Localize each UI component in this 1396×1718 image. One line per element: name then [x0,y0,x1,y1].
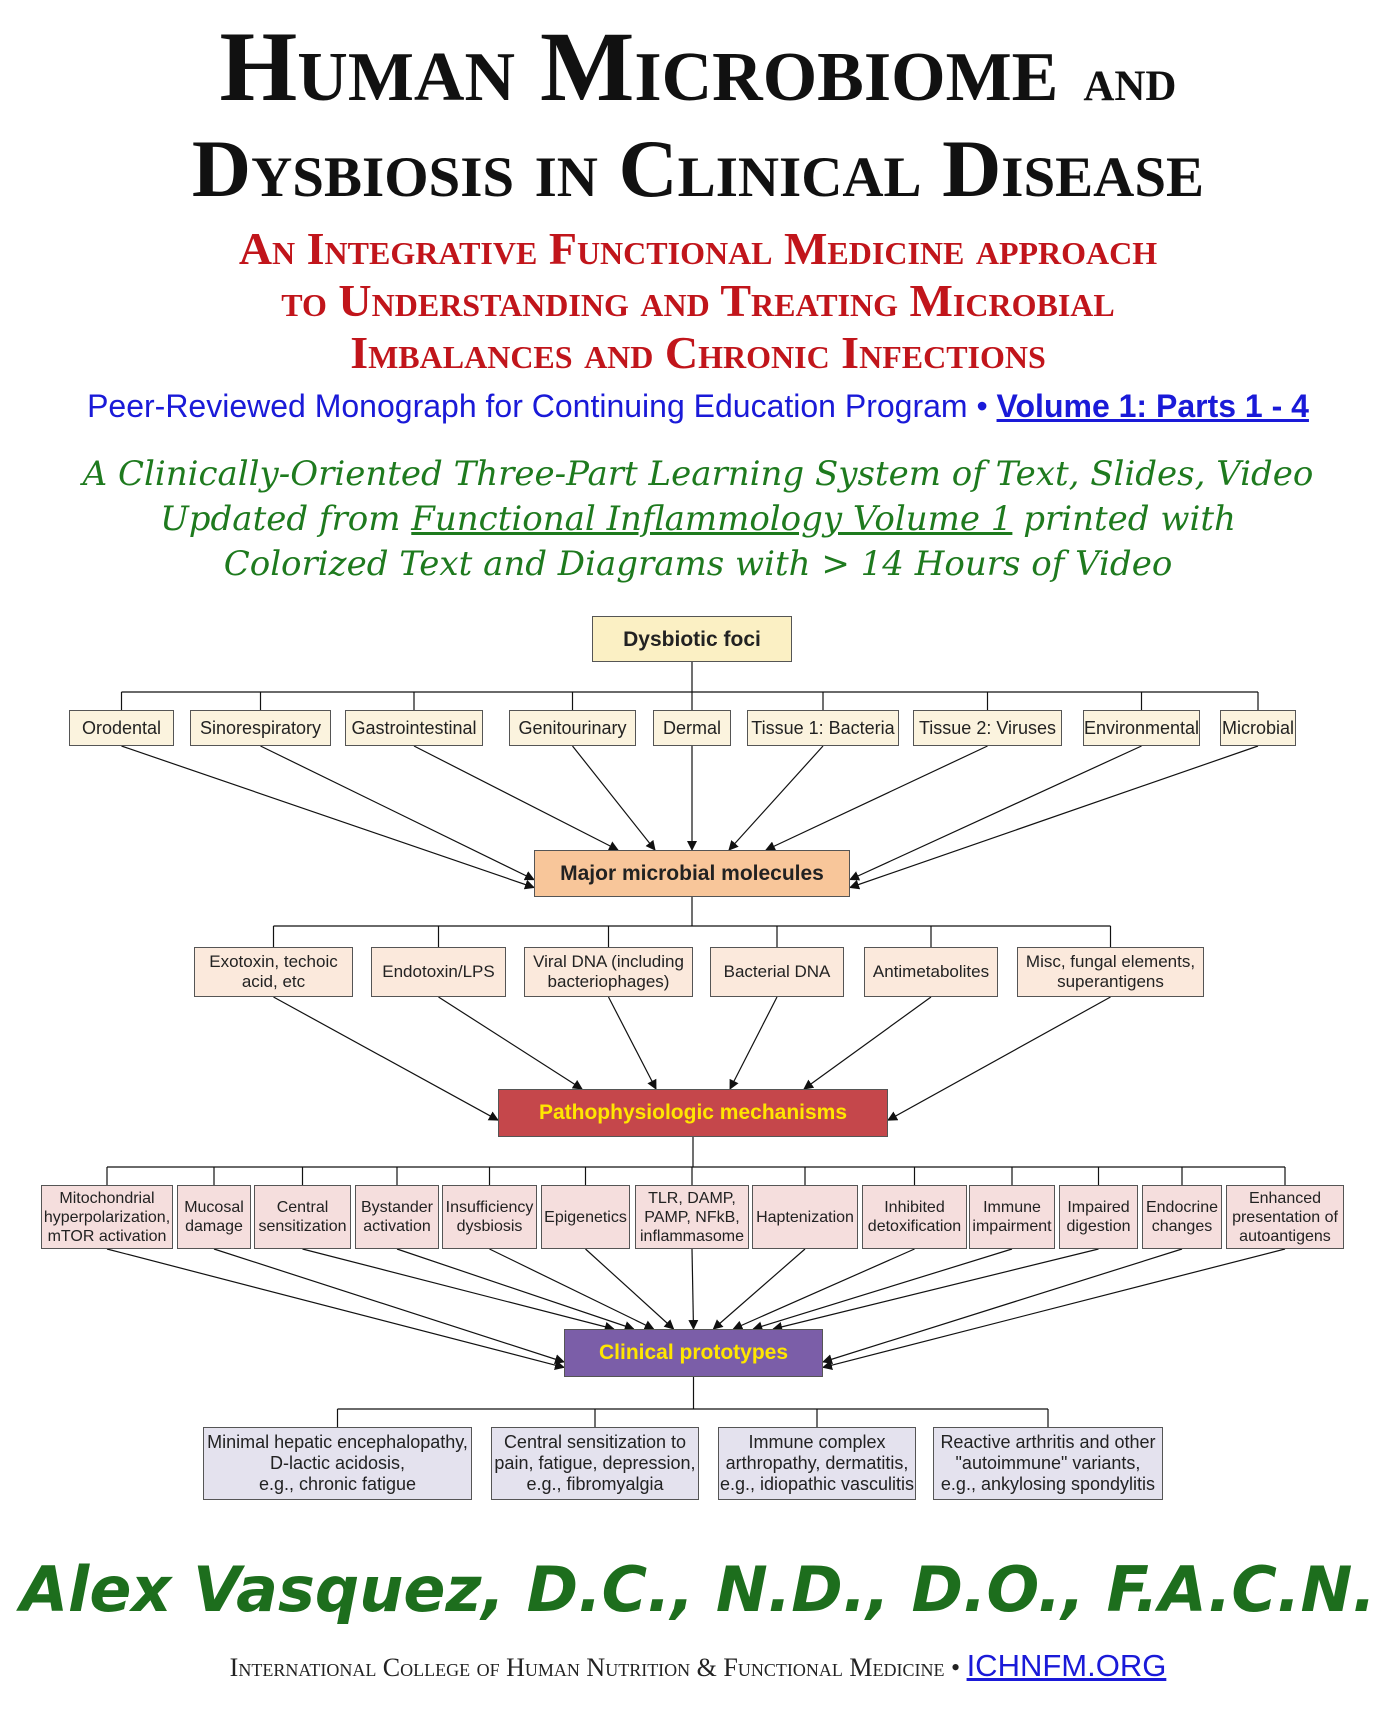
tagline-line-1: A Clinically-Oriented Three-Part Learnin… [82,454,1314,494]
arrow-line [489,1248,655,1330]
focus-box: Gastrointestinal [345,710,483,746]
mechanism-box: Bystander activation [355,1185,439,1249]
molecule-box: Viral DNA (including bacteriophages) [524,947,693,997]
prototypes-hub-box: Clinical prototypes [564,1329,823,1377]
title-connector-word: and [1083,46,1177,114]
arrow-line [732,1248,915,1330]
arrow-line [712,1248,806,1330]
tagline-suffix: printed with [1023,499,1236,539]
college-line: International College of Human Nutrition… [0,1646,1396,1688]
tagline-line-2: Updated from Functional Inflammology Vol… [0,497,1396,541]
focus-box: Tissue 2: Viruses [913,710,1062,746]
arrow-line [396,1248,635,1331]
title-main-words: Human Microbiome [219,11,1059,122]
mechanism-box: Insufficiency dysbiosis [442,1185,537,1249]
book-title-line-2: Dysbiosis in Clinical Disease [191,123,1205,214]
college-separator: • [950,1653,961,1682]
author-name: Alex Vasquez, D.C., N.D., D.O., F.A.C.N. [20,1553,1376,1626]
molecule-box: Misc, fungal elements, superantigens [1017,947,1204,997]
arrow-line [302,1248,615,1332]
mechanism-box: Mucosal damage [177,1185,251,1249]
subtitle-line-2: to Understanding and Treating Microbial [281,275,1115,326]
arrow-line [273,996,499,1121]
mechanism-box: Epigenetics [541,1185,630,1249]
arrow-line [887,996,1111,1121]
focus-box: Dermal [653,710,731,746]
subtitle-line-3: Imbalances and Chronic Infections [350,327,1046,378]
arrow-line [438,996,583,1090]
tagline-prefix: Updated from [160,499,401,539]
mechanism-box: Immune impairment [969,1185,1055,1249]
volume-link[interactable]: Volume 1: Parts 1 - 4 [996,388,1309,424]
molecule-box: Antimetabolites [864,947,998,997]
molecule-box: Exotoxin, techoic acid, etc [194,947,353,997]
focus-box: Microbial [1220,710,1296,746]
arrow-line [729,996,778,1090]
arrow-line [822,1248,1286,1371]
prototype-box: Central sensitization to pain, fatigue, … [491,1427,699,1500]
program-separator: • [976,388,988,424]
arrow-line [213,1248,565,1364]
mechanism-box: Impaired digestion [1059,1185,1138,1249]
arrow-line [849,745,1142,881]
arrow-line [413,745,619,851]
molecule-box: Bacterial DNA [710,947,844,997]
mechanism-box: Enhanced presentation of autoantigens [1226,1185,1344,1249]
mechanism-box: Central sensitization [254,1185,351,1249]
mechanism-box: Inhibited detoxification [862,1185,967,1249]
diagram-root-box: Dysbiotic foci [592,616,792,662]
focus-box: Sinorespiratory [190,710,331,746]
arrow-line [607,996,657,1090]
subtitle-line-1: An Integrative Functional Medicine appro… [238,223,1158,274]
college-name: International College of Human Nutrition… [229,1653,945,1682]
program-line: Peer-Reviewed Monograph for Continuing E… [0,386,1396,426]
mechanism-box: Haptenization [752,1185,858,1249]
arrow-line [772,1248,1099,1332]
arrow-line [765,745,988,851]
arrow-line [260,745,535,881]
arrow-line [106,1248,565,1370]
molecules-hub-box: Major microbial molecules [534,850,850,897]
arrow-line [572,745,656,851]
focus-box: Tissue 1: Bacteria [747,710,899,746]
tagline-line-3: Colorized Text and Diagrams with > 14 Ho… [223,544,1173,584]
arrow-line [121,745,535,890]
prototype-box: Immune complex arthropathy, dermatitis, … [718,1427,916,1500]
arrow-line [585,1248,675,1330]
mechanism-box: TLR, DAMP, PAMP, NFkB, inflammasome [635,1185,749,1249]
book-title-line-1: Human Microbiome and [0,12,1396,135]
molecule-box: Endotoxin/LPS [371,947,506,997]
tagline-book-title: Functional Inflammology Volume 1 [411,499,1013,539]
prototype-box: Minimal hepatic encephalopathy, D-lactic… [203,1427,472,1500]
focus-box: Orodental [69,710,174,746]
arrow-line [849,745,1259,890]
focus-box: Genitourinary [509,710,636,746]
arrow-line [822,1248,1183,1365]
program-text: Peer-Reviewed Monograph for Continuing E… [87,388,968,424]
mechanism-box: Endocrine changes [1142,1185,1222,1249]
arrow-line [803,996,932,1090]
focus-box: Environmental [1083,710,1200,746]
arrow-line [752,1248,1013,1332]
mechanism-box: Mitochondrial hyperpolarization, mTOR ac… [41,1185,173,1249]
arrow-line [728,745,824,851]
prototype-box: Reactive arthritis and other "autoimmune… [933,1427,1163,1500]
mechanisms-hub-box: Pathophysiologic mechanisms [498,1089,888,1137]
arrow-line [688,1248,699,1330]
college-website-link[interactable]: ICHNFM.ORG [966,1648,1167,1683]
